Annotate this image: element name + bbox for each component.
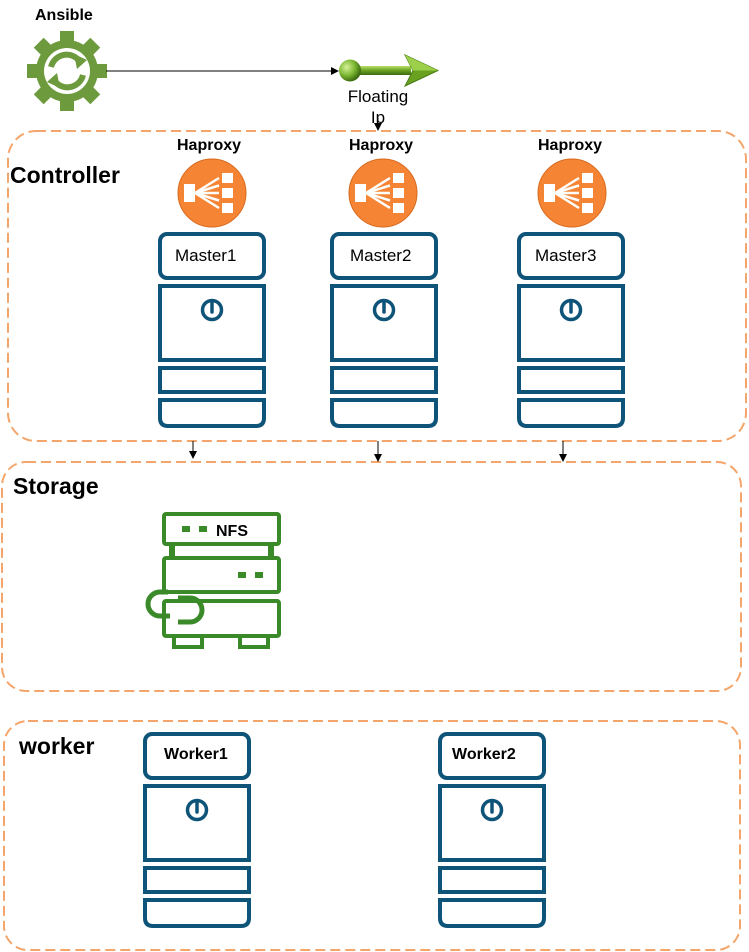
ansible-gear-icon bbox=[27, 31, 107, 111]
floating-ip-label: Floating Ip bbox=[338, 86, 418, 128]
worker1-label: Worker1 bbox=[164, 746, 228, 763]
nfs-label: NFS bbox=[216, 523, 248, 540]
load-balancer-icon bbox=[347, 157, 419, 229]
ansible-label: Ansible bbox=[35, 7, 93, 24]
worker2-label: Worker2 bbox=[452, 746, 516, 763]
master2-label: Master2 bbox=[350, 246, 412, 265]
nfs-indicator-dots bbox=[182, 526, 263, 578]
haproxy-label-1: Haproxy bbox=[176, 137, 242, 154]
load-balancer-icon bbox=[536, 157, 608, 229]
storage-group bbox=[1, 461, 742, 692]
floating-ip-label-line2: Ip bbox=[370, 108, 386, 127]
worker-group-label: worker bbox=[19, 733, 95, 759]
worker-group bbox=[3, 720, 741, 951]
load-balancer-icon bbox=[176, 157, 248, 229]
storage-group-label: Storage bbox=[13, 473, 99, 499]
controller-group-label: Controller bbox=[10, 162, 120, 188]
floating-ip-label-line1: Floating bbox=[347, 87, 409, 106]
master3-label: Master3 bbox=[535, 246, 597, 265]
master1-label: Master1 bbox=[175, 246, 237, 265]
haproxy-label-2: Haproxy bbox=[348, 137, 414, 154]
haproxy-label-3: Haproxy bbox=[537, 137, 603, 154]
nfs-storage-icon bbox=[145, 512, 281, 649]
green-arrow-icon bbox=[339, 53, 440, 88]
controller-group bbox=[7, 130, 747, 442]
